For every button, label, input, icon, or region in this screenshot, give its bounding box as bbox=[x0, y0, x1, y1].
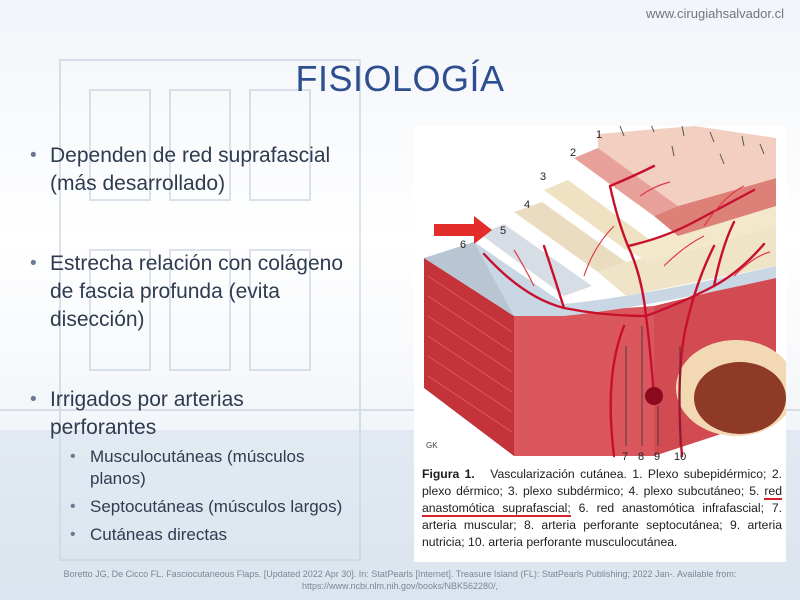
layer-number: 4 bbox=[524, 199, 530, 211]
bullet-line: Irrigados por arterias bbox=[50, 388, 244, 411]
bottom-number: 9 bbox=[654, 451, 660, 463]
bottom-number: 7 bbox=[622, 451, 628, 463]
bullet-perforantes: Irrigados por arterias perforantes bbox=[30, 386, 400, 442]
skin-layers-illustration: 1 2 3 4 5 6 7 8 9 10 GK bbox=[424, 126, 786, 463]
caption-text-part1: Vascularización cutánea. 1. Plexo subepi… bbox=[422, 467, 782, 498]
bullet-line: (más desarrollado) bbox=[50, 172, 226, 195]
artist-signature: GK bbox=[426, 441, 438, 450]
bullet-line: Musculocutáneas (músculos bbox=[90, 447, 305, 466]
bullet-line: Septocutáneas (músculos largos) bbox=[90, 497, 343, 516]
bullet-line: de fascia profunda (evita bbox=[50, 280, 280, 303]
slide-title: FISIOLOGÍA bbox=[295, 58, 505, 99]
bullet-line: planos) bbox=[90, 469, 146, 488]
caption-highlight: red anastomótica suprafascial; bbox=[422, 484, 782, 517]
red-arrow-icon bbox=[434, 216, 492, 244]
bullet-line: Estrecha relación con colágeno bbox=[50, 252, 344, 275]
bullet-list: Dependen de red suprafascial (más desarr… bbox=[30, 142, 400, 546]
layer-number: 3 bbox=[540, 171, 546, 183]
layer-number: 2 bbox=[570, 147, 576, 159]
layer-number: 5 bbox=[500, 225, 506, 237]
bottom-number: 8 bbox=[638, 451, 644, 463]
citation-line: Boretto JG, De Cicco FL. Fasciocutaneous… bbox=[63, 569, 737, 579]
caption-lead: Figura 1. bbox=[422, 467, 475, 481]
layer-number: 6 bbox=[460, 239, 466, 251]
sub-bullet-cutaneas-directas: Cutáneas directas bbox=[70, 524, 400, 546]
bottom-number: 10 bbox=[674, 451, 686, 463]
skin-vascularization-figure: 1 2 3 4 5 6 7 8 9 10 GK Figura 1. Vascul… bbox=[414, 126, 786, 562]
bullet-line: Dependen de red suprafascial bbox=[50, 144, 331, 167]
caption-text-part2: 6. red anastomótica infrafascial; 7. art… bbox=[422, 501, 783, 549]
layer-number: 1 bbox=[596, 129, 602, 141]
bullet-line: disección) bbox=[50, 308, 145, 331]
site-url: www.cirugiahsalvador.cl bbox=[645, 6, 784, 21]
bullet-line: perforantes bbox=[50, 416, 157, 439]
sub-bullet-septocutaneas: Septocutáneas (músculos largos) bbox=[70, 496, 400, 518]
bullet-line: Cutáneas directas bbox=[90, 525, 228, 544]
bullet-suprafascial: Dependen de red suprafascial (más desarr… bbox=[30, 142, 400, 198]
bullet-colageno: Estrecha relación con colágeno de fascia… bbox=[30, 250, 400, 334]
citation-link[interactable]: https://www.ncbi.nlm.nih.gov/books/NBK56… bbox=[301, 581, 499, 591]
sub-bullet-musculocutaneas: Musculocutáneas (músculos planos) bbox=[70, 446, 400, 490]
citation: Boretto JG, De Cicco FL. Fasciocutaneous… bbox=[20, 568, 780, 592]
figure-caption: Figura 1. Vascularización cutánea. 1. Pl… bbox=[422, 466, 782, 551]
